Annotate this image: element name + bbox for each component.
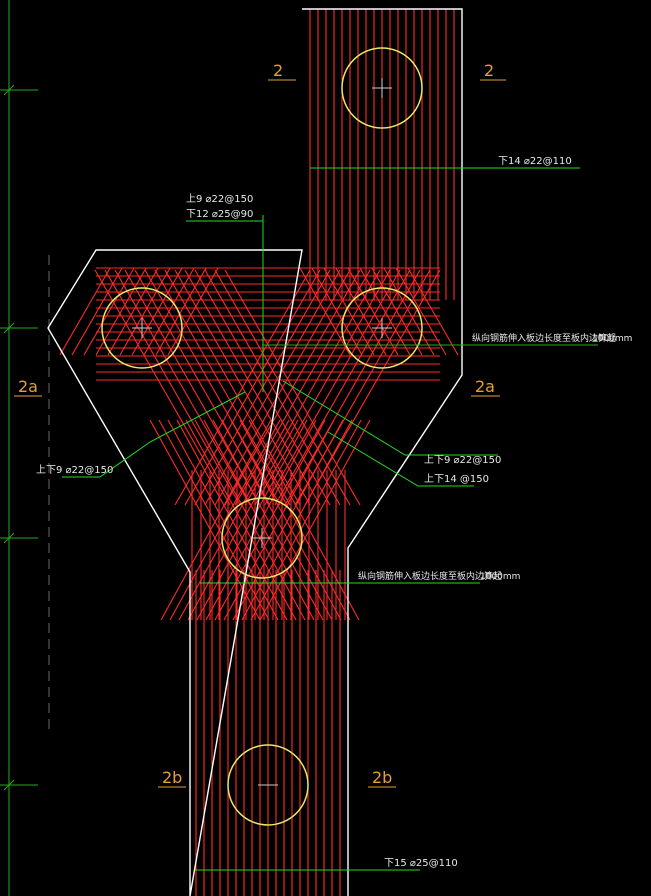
pile-4 [221, 497, 303, 579]
section-label-bottom-left: 2b [162, 768, 182, 787]
rebar-annotations: 下14 ⌀22@110 上9 ⌀22@150 下12 ⌀25@90 上下9 ⌀2… [36, 156, 632, 869]
pile-group [101, 47, 423, 826]
annotation-right-diagonal-1: 上下9 ⌀22@150 [424, 454, 501, 466]
left-dimension-line [0, 0, 50, 896]
section-label-mid-left: 2a [18, 377, 38, 396]
annotation-anchorage-len-lower: 1000mm [480, 572, 520, 582]
pile-1 [341, 47, 423, 129]
annotation-right-diagonal-2: 上下14 @150 [424, 473, 489, 485]
section-label-top-left: 2 [273, 61, 283, 80]
section-label-bottom-right: 2b [372, 768, 392, 787]
annotation-top-beam: 下14 ⌀22@110 [498, 156, 572, 167]
pile-cap-outline [47, 8, 463, 896]
annotation-anchorage-lower: 纵向钢筋伸入板边长度至板内边算起 [358, 570, 502, 582]
annotation-anchorage-upper: 纵向钢筋伸入板边长度至板内边算起 [472, 332, 616, 344]
leader-lines [62, 167, 598, 871]
annotation-left-diagonal: 上下9 ⌀22@150 [36, 464, 113, 476]
annotation-anchorage-len-upper: 1000mm [592, 334, 632, 344]
annotation-center-top-1: 上9 ⌀22@150 [186, 193, 253, 205]
annotation-center-top-2: 下12 ⌀25@90 [186, 209, 253, 220]
annotation-bottom-beam: 下15 ⌀25@110 [384, 858, 458, 869]
pile-5 [227, 744, 309, 826]
section-label-top-right: 2 [484, 61, 494, 80]
section-label-mid-right: 2a [475, 377, 495, 396]
section-labels: 2 2 2a 2a 2b 2b [14, 61, 506, 788]
pile-3 [341, 287, 423, 369]
rebar-mesh [59, 9, 459, 896]
pile-2 [101, 287, 183, 369]
